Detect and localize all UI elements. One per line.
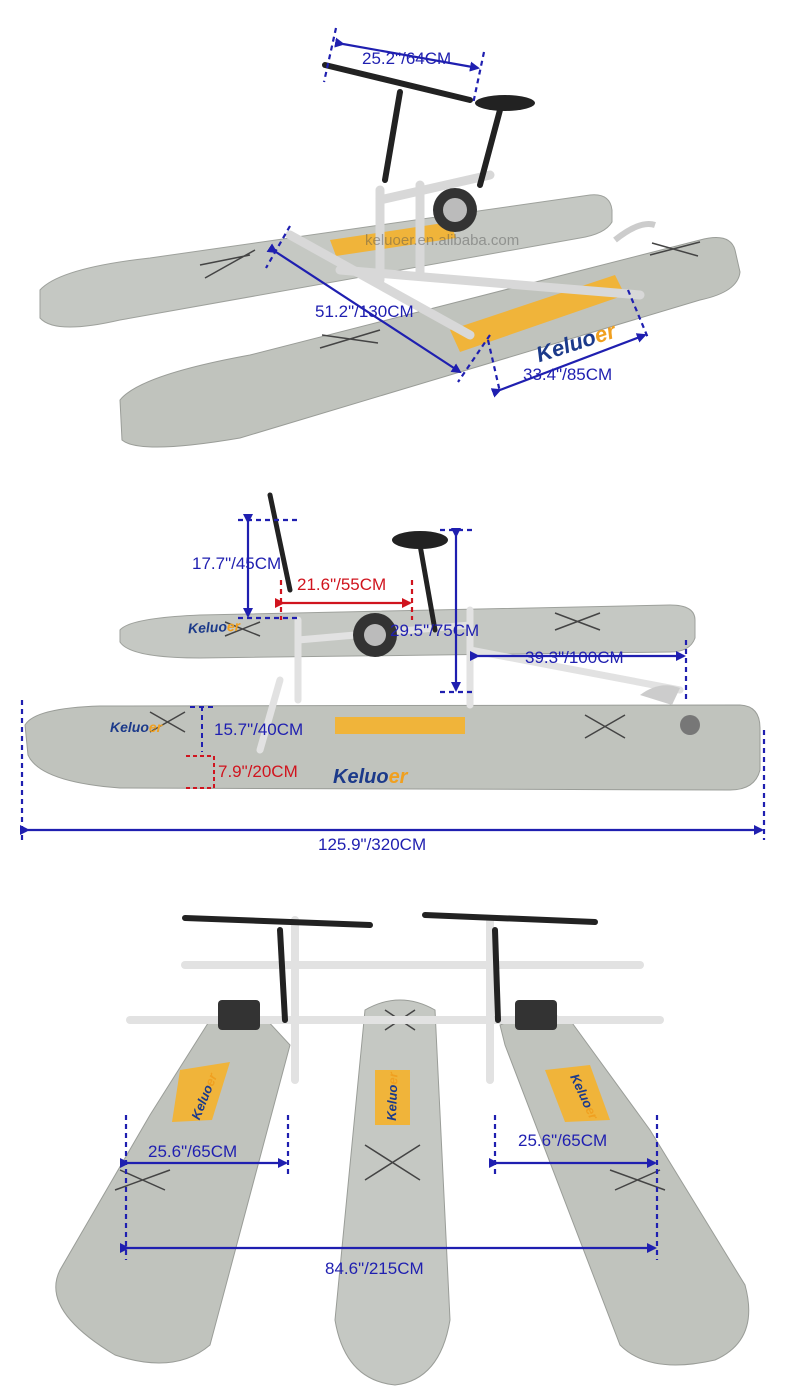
- dimension-pontoon-width: [190, 706, 215, 752]
- side-view-illustration: [20, 492, 766, 840]
- side-view-panel: Keluoer Keluoer Keluoer 17.7"/45CM 21.6"…: [0, 470, 790, 890]
- label-pontoon-width: 15.7"/40CM: [214, 720, 304, 739]
- label-handlebar-width: 25.2"/64CM: [362, 49, 452, 68]
- dimension-pontoon-height: [186, 755, 215, 789]
- perspective-view-panel: keluoer.en.alibaba.com Keluoer 25.2"/64C…: [0, 0, 790, 470]
- label-seat-height: 29.5"/75CM: [390, 621, 480, 640]
- label-frame-length: 51.2"/130CM: [315, 302, 414, 321]
- dimension-propeller-reach: [470, 640, 688, 700]
- watermark: keluoer.en.alibaba.com: [365, 232, 520, 249]
- label-handlebar-height: 17.7"/45CM: [192, 554, 282, 573]
- right-deck-pad: [545, 1065, 610, 1122]
- brand-logo-front: Keluoer: [333, 766, 408, 788]
- dimension-handlebar-width: [322, 27, 486, 105]
- label-left-width: 25.6"/65CM: [148, 1142, 238, 1161]
- dimension-pontoon-spacing: [486, 289, 650, 398]
- dimension-handlebar-height: [238, 514, 298, 620]
- brand-logo-small: Keluoer: [187, 617, 241, 637]
- front-view-illustration: [55, 912, 750, 1386]
- dimension-total-length: [20, 700, 766, 840]
- left-pontoon: [55, 1013, 291, 1364]
- label-propeller-reach: 39.3"/100CM: [525, 648, 624, 667]
- dimension-right-width: [489, 1115, 659, 1260]
- front-view-panel: Keluoer Keluoer Keluoer 25.6"/65CM 25.6"…: [0, 890, 790, 1400]
- brand-logo-center: Keluoer: [383, 1072, 401, 1121]
- label-pontoon-height: 7.9"/20CM: [218, 762, 298, 781]
- perspective-view-illustration: [39, 27, 741, 448]
- label-right-width: 25.6"/65CM: [518, 1131, 608, 1150]
- left-deck-pad: [172, 1062, 230, 1122]
- label-seat-to-bar: 21.6"/55CM: [297, 575, 387, 594]
- dimension-frame-length: [265, 225, 491, 383]
- right-pontoon: [499, 1014, 750, 1366]
- label-total-length: 125.9"/320CM: [318, 835, 427, 854]
- label-pontoon-spacing: 33.4"/85CM: [523, 365, 613, 384]
- center-deck-pad: [375, 1070, 410, 1125]
- front-pontoon: [24, 704, 761, 791]
- dimension-left-width: [120, 1115, 290, 1260]
- front-deck-pad: [335, 717, 465, 734]
- dimension-seat-to-bar: [275, 580, 414, 620]
- label-total-width: 84.6"/215CM: [325, 1259, 424, 1278]
- dimension-seat-height: [440, 528, 476, 694]
- center-pontoon: [334, 999, 451, 1386]
- brand-logo-front-left: Keluoer: [110, 719, 163, 735]
